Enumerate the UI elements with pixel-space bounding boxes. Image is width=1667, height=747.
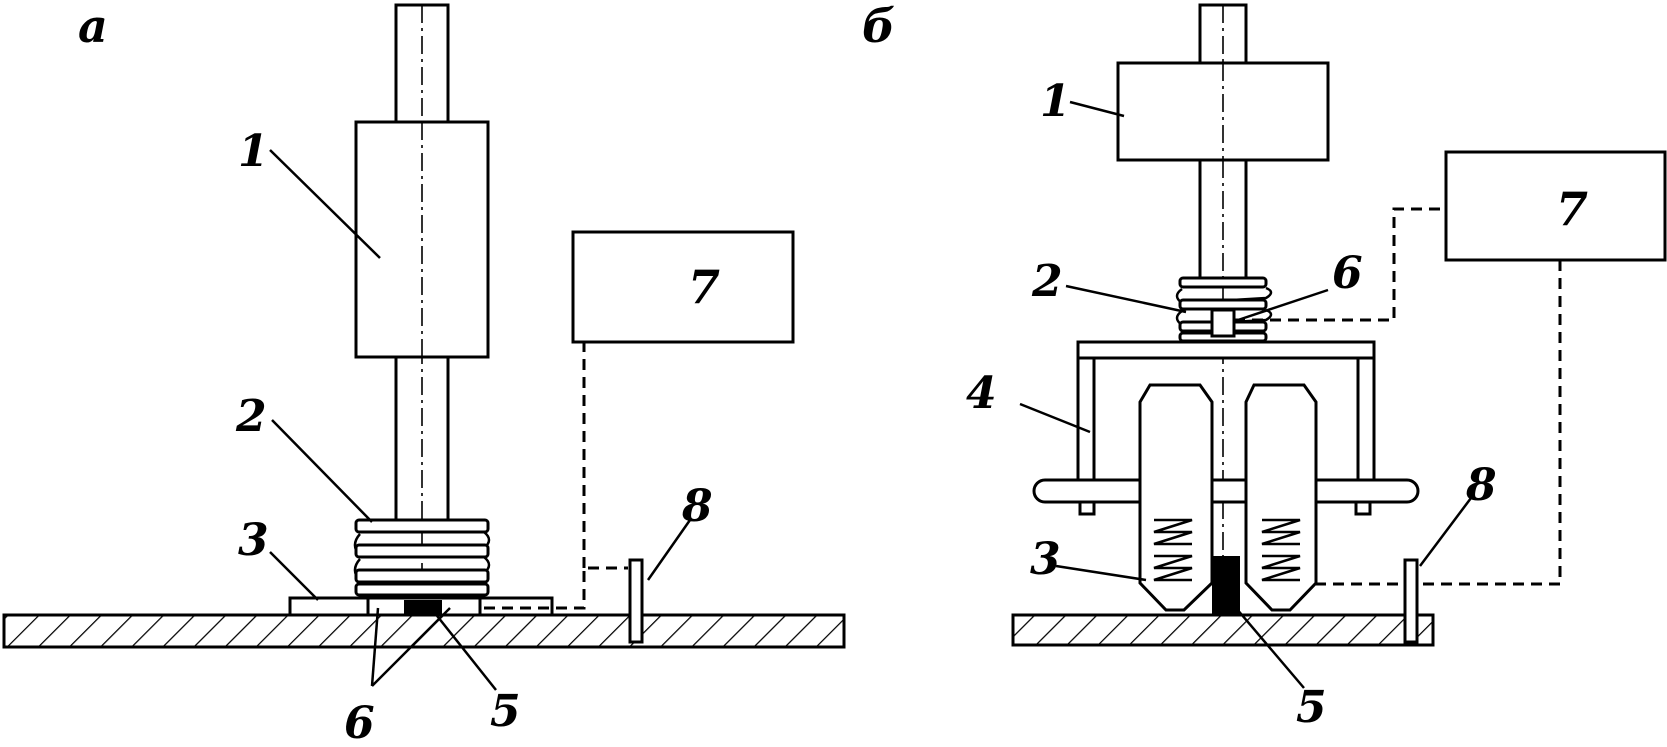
panel-b-frame-4 xyxy=(1032,340,1420,516)
panel-a-label-8: 8 xyxy=(681,481,713,532)
panel-b-leader-5 xyxy=(1235,607,1305,689)
panel-a-label-2: 2 xyxy=(235,391,267,442)
panel-a-label-5: 5 xyxy=(490,686,521,737)
panel-a-spring-2 xyxy=(353,518,491,597)
panel-a-box-7 xyxy=(571,230,795,344)
panel-a-base-plate xyxy=(2,613,846,649)
panel-a: а 7 xyxy=(2,0,846,747)
panel-a-element-5 xyxy=(404,600,442,614)
panel-a-label: а xyxy=(78,0,108,53)
panel-b-label-3: 3 xyxy=(1030,534,1061,585)
panel-b-element-6 xyxy=(1210,308,1236,338)
panel-b-label: б xyxy=(862,0,895,53)
panel-a-label-6: 6 xyxy=(344,698,375,747)
panel-b-wire-1 xyxy=(1234,207,1446,322)
panel-b-box-7 xyxy=(1444,150,1667,262)
panel-b-leader-6 xyxy=(1237,288,1329,322)
panel-b-leader-4 xyxy=(1019,402,1091,434)
panel-a-wire-1 xyxy=(484,566,628,610)
panel-b-element-5 xyxy=(1212,556,1240,614)
panel-a-leader-2 xyxy=(271,419,373,523)
panel-b-box-7-label: 7 xyxy=(1556,182,1588,236)
panel-b-label-8: 8 xyxy=(1465,460,1497,511)
panel-b-label-5: 5 xyxy=(1296,682,1327,733)
panel-a-leader-8 xyxy=(646,519,692,581)
panel-b-holder-3 xyxy=(1138,383,1318,612)
panel-b-label-4: 4 xyxy=(966,368,997,419)
panel-b-spring-2 xyxy=(1175,276,1273,343)
panel-a-leader-1 xyxy=(269,149,381,259)
panel-b-leader-8 xyxy=(1419,493,1475,567)
panel-b-base-plate xyxy=(1011,613,1435,647)
panel-b-leader-3 xyxy=(1055,564,1147,582)
panel-a-pin-8 xyxy=(628,558,644,644)
panel-a-leader-3 xyxy=(269,551,319,601)
panel-b-label-1: 1 xyxy=(1040,76,1071,127)
panel-a-leader-6b xyxy=(371,607,451,687)
panel-b-label-6: 6 xyxy=(1332,248,1363,299)
panel-a-box-7-label: 7 xyxy=(688,260,720,314)
panel-b-label-2: 2 xyxy=(1031,256,1063,307)
panel-b: б xyxy=(862,0,1667,733)
panel-a-leader-5 xyxy=(433,611,497,691)
panel-b-leader-2 xyxy=(1065,284,1187,314)
panel-a-label-3: 3 xyxy=(238,515,269,566)
panel-b-leader-1 xyxy=(1069,100,1125,118)
panel-a-leader-6a xyxy=(370,607,380,687)
panel-b-pin-8 xyxy=(1403,558,1419,644)
panel-b-wire-2 xyxy=(1316,260,1562,586)
panel-a-label-1: 1 xyxy=(238,126,269,177)
